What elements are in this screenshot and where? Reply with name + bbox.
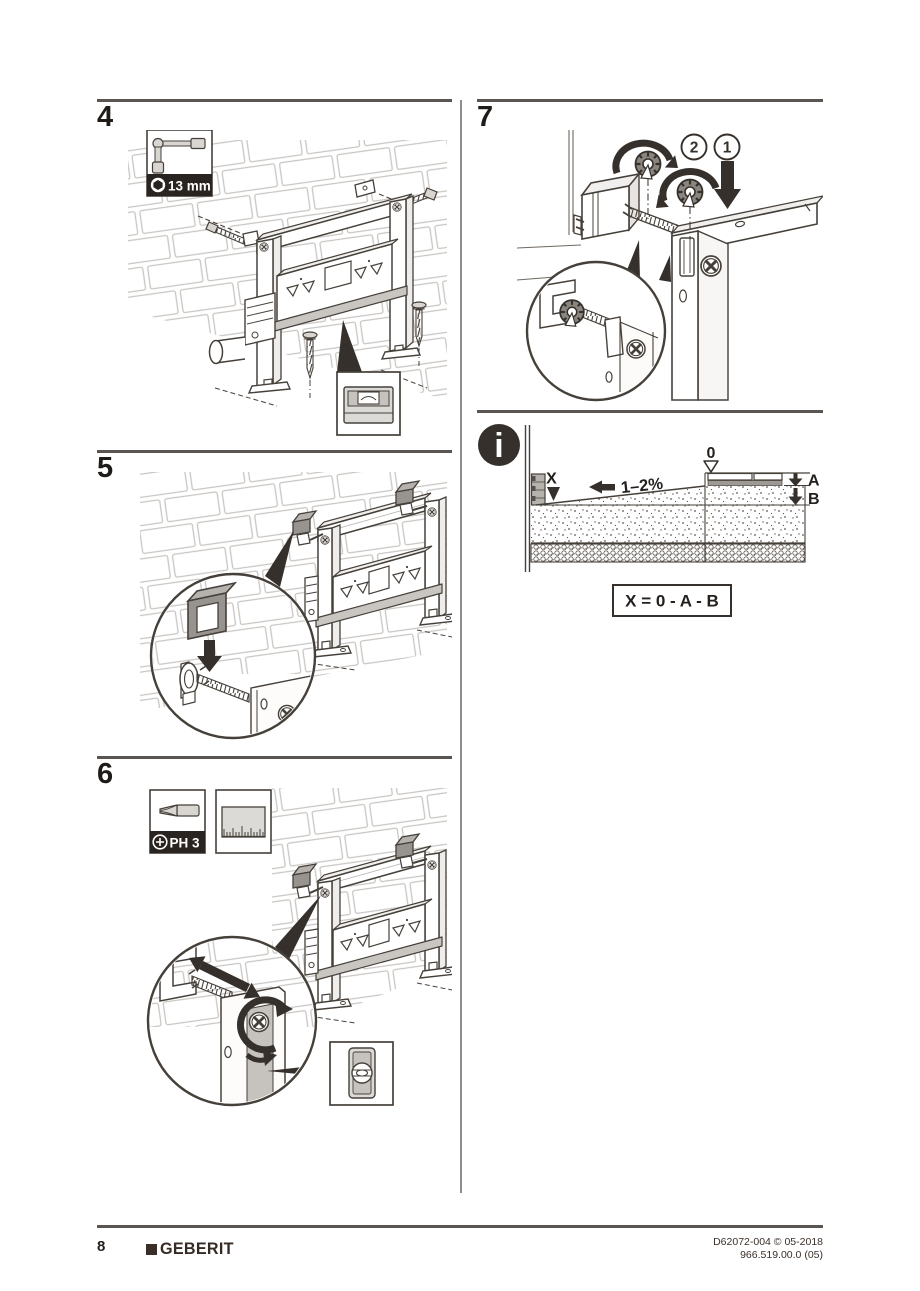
step7-illustration: 2 1 [516,130,823,402]
finished-floor [705,472,810,487]
step4-number: 4 [97,101,114,133]
tool-badge [147,174,212,196]
formula-box: X = 0 - A - B [612,584,732,617]
a-label: A [808,473,820,490]
floor-section [530,473,810,563]
svg-text:i: i [494,427,503,465]
wall-screw [423,187,438,201]
step6-illustration: PH 3 [146,788,452,1107]
tool-callout-13mm: 13 mm [146,130,213,197]
detail-pointer [659,255,671,282]
dimension-b-arrow [788,488,803,505]
star-nut [676,178,704,209]
center-lines [647,179,691,240]
ruler-icon [221,806,266,838]
info-icon: i [478,424,520,466]
step4-illustration: 13 mm [128,130,447,436]
detail-pointer [265,530,294,587]
frame-corner [250,675,313,736]
threaded-rod [196,673,250,703]
step-marker-1: 1 [713,133,741,161]
info-rule [477,410,823,413]
info-diagram: i X 0 [478,424,820,617]
detail-view [539,279,659,395]
tool-callout-ph3: PH 3 [149,789,206,854]
detail-pointer [275,895,321,959]
slope-label: 1–2% [620,475,664,497]
frame-foot-section [530,473,546,506]
wall-anchor-fitting [179,661,199,706]
wall-screw [205,221,219,234]
brand-square-icon [146,1243,157,1255]
wall-anchor-block [573,172,642,240]
formula-text: X = 0 - A - B [625,592,719,611]
step5-number: 5 [97,452,114,484]
doc-version: 966.519.00.0 (05) [740,1248,823,1261]
step5-rule [97,450,452,453]
brand-logo: GEBERIT [146,1239,238,1259]
phillips-bit-icon [159,804,200,817]
footer-rule [97,1225,823,1228]
tool-size-label: 13 mm [168,179,211,194]
phillips-icon [152,834,168,850]
step5-illustration [140,472,452,740]
down-arrow-icon [714,161,741,209]
rotation-arrow-icon [656,168,720,208]
x-label: X [546,471,557,488]
socket-wrench-icon [151,137,206,174]
down-arrow-icon [197,640,222,672]
x-marker-triangle [547,487,560,501]
b-label: B [808,491,820,508]
callout-pointer [337,320,362,372]
mounting-frame [197,179,438,407]
protection-cap-icon [185,581,238,640]
floor-screw [411,301,427,366]
zero-marker-triangle [703,460,719,473]
wall-edge-lines [516,130,582,281]
tool-size-label: PH 3 [170,836,201,851]
dimension-a-arrow [788,473,803,487]
page-number: 8 [97,1238,106,1255]
doc-code: D62072-004 © 05-2018 [713,1236,823,1248]
svg-text:2: 2 [690,140,699,157]
step7-number: 7 [477,101,494,133]
detail-circle [525,260,667,402]
step6-number: 6 [97,758,114,790]
wall-section [524,425,531,572]
spirit-level-callout [336,371,401,436]
hex-socket-icon [150,177,166,193]
step6-rule [97,756,452,759]
ruler-callout [215,789,272,854]
frame-post [671,229,729,401]
spirit-level-callout [329,1041,394,1106]
brand-wordmark: GEBERIT [160,1239,234,1258]
column-divider [460,100,462,1193]
spirit-level-icon [343,386,394,424]
step4-rule [97,99,452,102]
svg-text:1: 1 [723,140,732,157]
document-references: D62072-004 © 05-2018 966.519.00.0 (05) [713,1236,823,1261]
slope-arrow-icon [589,480,615,494]
rotation-arrow-icon [612,139,678,175]
step-marker-2: 2 [680,133,708,161]
spirit-level-icon [348,1047,376,1099]
floor-screw [302,331,318,398]
rotation-arrow-icon [237,996,293,1066]
drain-pipe [208,336,246,365]
double-arrow-icon [189,956,260,999]
step7-rule [477,99,823,102]
zero-label: 0 [707,445,716,462]
